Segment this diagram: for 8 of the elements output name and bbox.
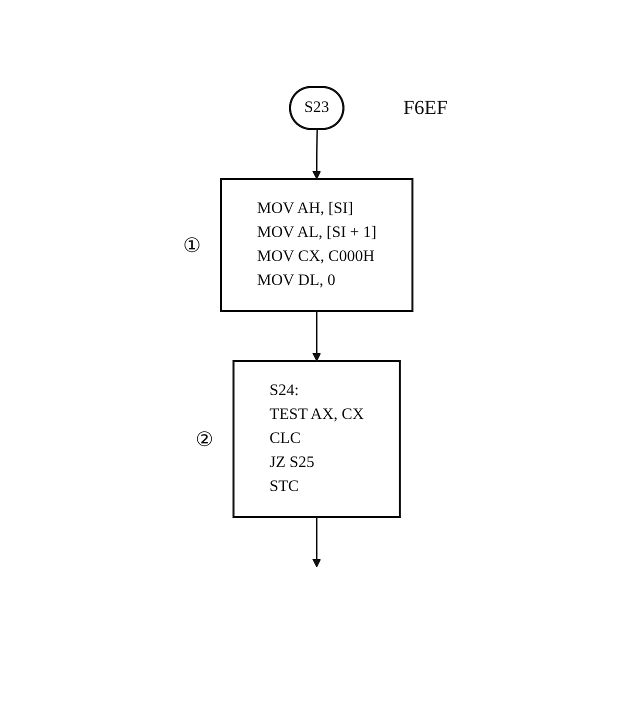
node-box bbox=[232, 360, 401, 518]
step-number: ② bbox=[195, 428, 214, 452]
node-box bbox=[220, 178, 414, 312]
arrow bbox=[312, 311, 321, 362]
step-number: ① bbox=[182, 234, 201, 258]
address-label: F6EF bbox=[403, 96, 448, 120]
arrow bbox=[312, 517, 321, 568]
arrow bbox=[312, 129, 321, 180]
